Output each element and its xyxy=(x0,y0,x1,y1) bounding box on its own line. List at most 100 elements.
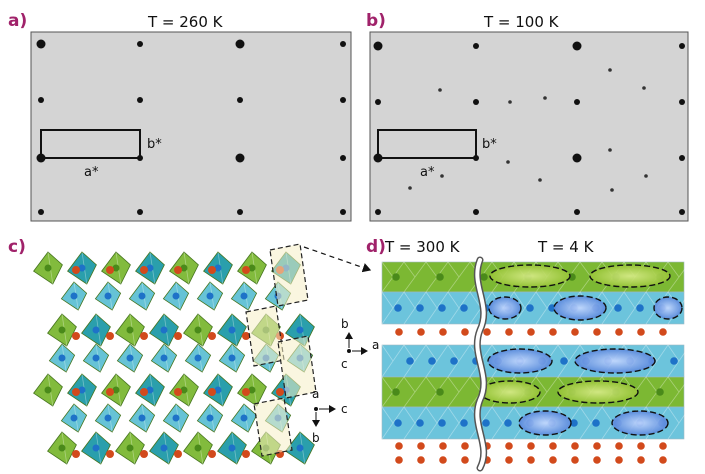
metal-atom xyxy=(228,354,236,362)
cation-atom xyxy=(505,442,513,450)
cation-atom xyxy=(571,328,579,336)
metal-atom xyxy=(58,354,66,362)
cation-atom xyxy=(395,456,403,464)
axis-b-label: b xyxy=(312,431,320,445)
cation-atom xyxy=(615,456,623,464)
metal-atom xyxy=(296,444,304,452)
diffraction-spot xyxy=(235,39,245,49)
cation-atom xyxy=(417,456,425,464)
metal-atom xyxy=(104,414,112,422)
diffraction-spot xyxy=(679,43,685,49)
metal-atom xyxy=(194,354,202,362)
panel-d-label: d) xyxy=(366,237,386,257)
metal-atom xyxy=(636,304,644,312)
diffraction-spot xyxy=(36,39,46,49)
weak-spot xyxy=(608,148,612,152)
metal-atom xyxy=(394,419,402,427)
axis-a-star-label: a* xyxy=(420,165,435,180)
metal-atom xyxy=(126,444,134,452)
axis-a-star-label: a* xyxy=(84,165,99,180)
metal-atom xyxy=(58,444,66,452)
cation-atom xyxy=(461,442,469,450)
cation-atom xyxy=(483,328,491,336)
diffraction-spot xyxy=(679,209,685,215)
panel-c-label: c) xyxy=(8,237,26,257)
cation-atom xyxy=(593,442,601,450)
cation-atom xyxy=(106,266,114,274)
cation-atom xyxy=(208,450,216,458)
crystal-structure-c xyxy=(33,251,315,465)
cation-atom xyxy=(140,450,148,458)
cation-atom xyxy=(242,388,250,396)
dimer-ellipse-blue xyxy=(488,296,522,320)
metal-atom xyxy=(112,386,120,394)
cation-atom xyxy=(527,328,535,336)
cation-atom xyxy=(72,266,80,274)
cation-atom xyxy=(505,328,513,336)
cation-atom xyxy=(72,450,80,458)
cation-atom xyxy=(571,456,579,464)
dimer-ellipse-green xyxy=(589,264,671,288)
panel-d-temp-right: T = 4 K xyxy=(537,238,595,256)
metal-atom xyxy=(670,357,678,365)
cation-atom xyxy=(593,328,601,336)
cation-atom xyxy=(417,442,425,450)
weak-spot xyxy=(508,100,512,104)
cation-atom xyxy=(208,388,216,396)
metal-atom xyxy=(126,354,134,362)
metal-atom xyxy=(480,273,488,281)
metal-atom xyxy=(406,357,414,365)
cation-atom xyxy=(615,328,623,336)
axis-a-label: a xyxy=(372,338,379,352)
diffraction-spot xyxy=(340,97,346,103)
cation-atom xyxy=(276,388,284,396)
cation-atom xyxy=(174,266,182,274)
cation-atom xyxy=(174,450,182,458)
cation-atom xyxy=(549,456,557,464)
metal-atom xyxy=(214,386,222,394)
cation-atom xyxy=(140,332,148,340)
metal-atom xyxy=(228,326,236,334)
axis-c-label: c xyxy=(341,402,348,416)
cation-atom xyxy=(72,332,80,340)
axes-indicator-c: a c b xyxy=(312,387,348,445)
metal-atom xyxy=(70,414,78,422)
dimer-ellipse-green xyxy=(489,264,571,288)
highlighted-units xyxy=(245,243,317,457)
metal-atom xyxy=(160,354,168,362)
cation-atom xyxy=(140,266,148,274)
metal-atom xyxy=(248,264,256,272)
metal-atom xyxy=(450,357,458,365)
metal-atom xyxy=(44,264,52,272)
axis-a-label: a xyxy=(312,387,319,401)
diffraction-spot xyxy=(375,209,381,215)
diffraction-pattern-a xyxy=(30,31,352,222)
metal-atom xyxy=(436,388,444,396)
dimer-ellipse-green xyxy=(557,380,639,404)
weak-spot xyxy=(608,68,612,72)
cation-atom xyxy=(571,442,579,450)
metal-atom xyxy=(392,388,400,396)
cation-atom xyxy=(208,332,216,340)
metal-atom xyxy=(206,292,214,300)
cation-atom xyxy=(615,442,623,450)
metal-atom xyxy=(240,292,248,300)
metal-atom xyxy=(194,326,202,334)
metal-atom xyxy=(438,419,446,427)
diffraction-spot xyxy=(574,99,580,105)
metal-atom xyxy=(78,386,86,394)
axis-b-label: b xyxy=(341,317,349,331)
metal-atom xyxy=(206,414,214,422)
panel-b: b) T = 100 K a* b* xyxy=(366,11,689,222)
metal-atom xyxy=(112,264,120,272)
metal-atom xyxy=(428,357,436,365)
dimer-ellipse-blue xyxy=(553,295,607,321)
metal-atom xyxy=(460,304,468,312)
metal-atom xyxy=(240,414,248,422)
diffraction-spot xyxy=(473,43,479,49)
cation-atom xyxy=(395,328,403,336)
cation-atom xyxy=(72,388,80,396)
cation-atom xyxy=(439,328,447,336)
diffraction-spot xyxy=(572,153,582,163)
metal-atom xyxy=(436,273,444,281)
